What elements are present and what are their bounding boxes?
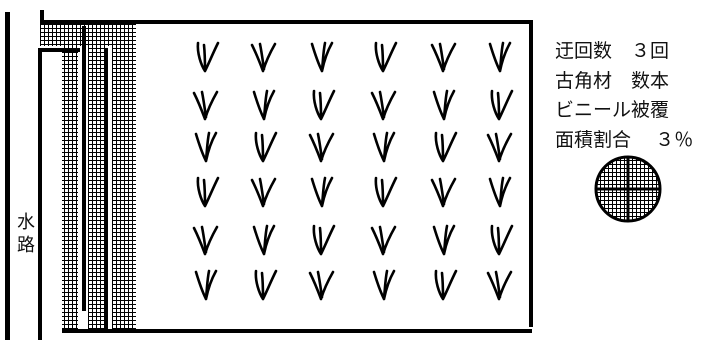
- rice-plant-icon: [314, 226, 334, 254]
- top-wall: [40, 20, 532, 24]
- rice-plant-icon: [374, 271, 394, 299]
- legend-area-ratio: 面積割合 ３％: [555, 129, 693, 151]
- hatched-circle-symbol: [596, 157, 660, 221]
- legend-old-timber: 古角材 数本: [555, 70, 669, 92]
- rice-plant-icon: [196, 271, 216, 299]
- rice-plant-icon: [312, 178, 332, 206]
- outer-left-wall: [5, 12, 10, 340]
- rice-plant-icon: [434, 226, 454, 254]
- rice-plant-icon: [488, 272, 511, 299]
- rice-plant-icon: [488, 134, 511, 161]
- channel-inner-left-wall: [38, 50, 42, 340]
- baffle-wall-2: [104, 48, 108, 333]
- baffle-wall-1: [82, 26, 86, 311]
- rice-plant-icon: [432, 44, 455, 71]
- rice-plant-icon: [198, 43, 218, 71]
- rice-plant-icon: [372, 227, 395, 254]
- rice-plant-icon: [256, 271, 276, 299]
- rice-plant-icon: [376, 178, 396, 206]
- rice-plant-icon: [254, 226, 274, 254]
- rice-plant-icon: [256, 133, 276, 161]
- rice-plant-icon: [436, 133, 456, 161]
- legend-detour-count: 迂回数 ３回: [555, 40, 669, 62]
- rice-plant-icon: [252, 44, 275, 71]
- rice-plant-icon: [434, 91, 454, 119]
- rice-plant-icon: [198, 178, 218, 206]
- channel-label-bottom: 路: [17, 235, 35, 255]
- rice-plant-icon: [314, 91, 334, 119]
- rice-plant-icon: [376, 43, 396, 71]
- rice-plant-icon: [490, 178, 510, 206]
- rice-plant-icon: [372, 92, 395, 119]
- rice-plant-icon: [492, 91, 512, 119]
- rice-plant-icon: [196, 133, 216, 161]
- rice-plant-icon: [436, 271, 456, 299]
- rice-plant-icon: [252, 179, 275, 206]
- rice-plant-icon: [374, 133, 394, 161]
- rice-plant-icon: [492, 226, 512, 254]
- rice-plant-icon: [312, 43, 332, 71]
- legend-vinyl-cover: ビニール被覆: [555, 99, 669, 121]
- rice-plant-icon: [310, 134, 333, 161]
- bottom-wall: [62, 329, 532, 333]
- hatched-strip-top: [40, 22, 136, 46]
- hatched-strip-right: [112, 46, 136, 330]
- rice-plant-grid: [194, 43, 512, 299]
- rice-plant-icon: [254, 91, 274, 119]
- rice-plant-icon: [194, 92, 217, 119]
- rice-plant-icon: [432, 179, 455, 206]
- rice-plant-icon: [310, 272, 333, 299]
- channel-label-top: 水: [17, 212, 35, 232]
- right-wall: [529, 20, 533, 327]
- rice-plant-icon: [194, 227, 217, 254]
- rice-plant-icon: [490, 43, 510, 71]
- channel-cap-wall: [38, 48, 80, 52]
- hatched-strip-left: [62, 46, 78, 330]
